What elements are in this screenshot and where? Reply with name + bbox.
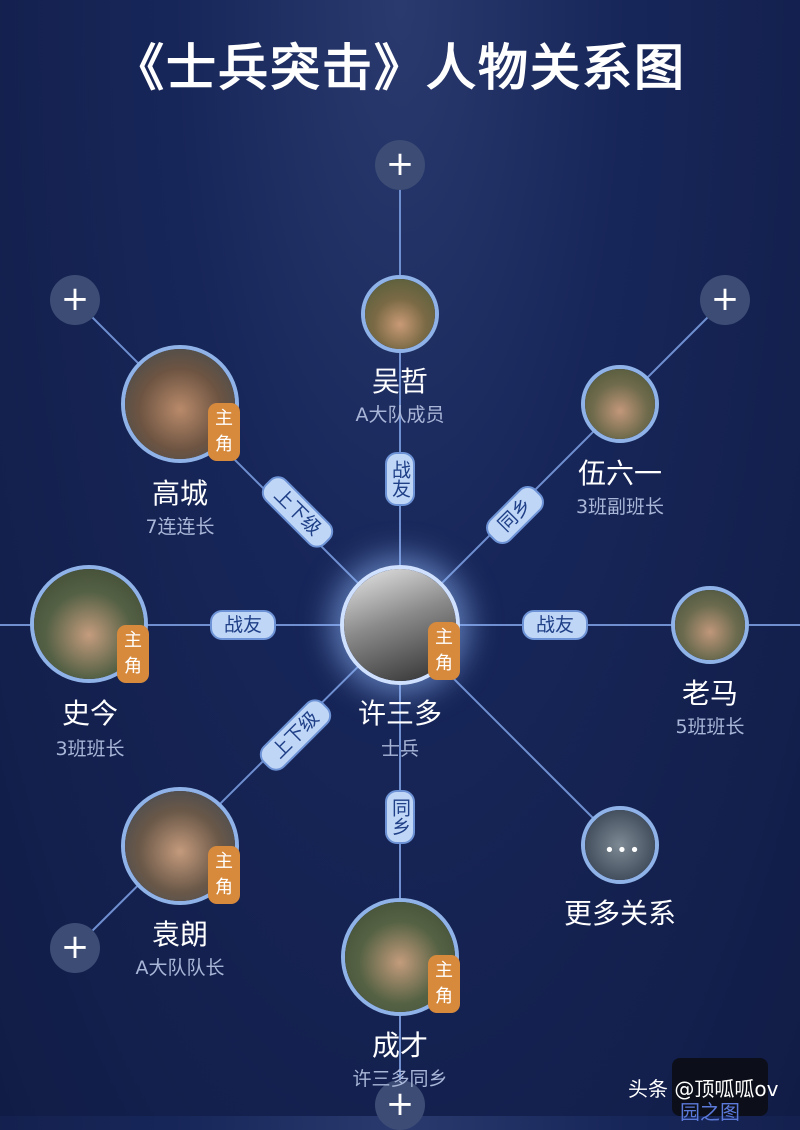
expand-bottom-left-button[interactable]: + (50, 923, 100, 973)
lead-badge-yuanlang: 主角 (208, 846, 240, 904)
expand-top-right-button[interactable]: + (700, 275, 750, 325)
name-gaocheng: 高城 (151, 477, 209, 510)
lead-badge-chengcai: 主角 (428, 955, 460, 1013)
role-chengcai: 许三多同乡 (352, 1068, 448, 1090)
role-wuzhe: A大队成员 (355, 404, 445, 426)
name-yuanlang: 袁朗 (151, 918, 209, 951)
expand-top-button[interactable]: + (375, 140, 425, 190)
avatar-wuliuyi[interactable] (581, 365, 659, 443)
relation-shijin: 战友 (210, 610, 277, 640)
name-wuliuyi: 伍六一 (577, 457, 663, 490)
expand-top-left-button[interactable]: + (50, 275, 100, 325)
role-shijin: 3班班长 (55, 738, 125, 760)
relation-wuzhe: 战友 (385, 452, 415, 506)
name-xusanduo: 许三多 (357, 697, 443, 730)
relation-laoma: 战友 (522, 610, 589, 640)
lead-badge-center: 主角 (428, 622, 460, 680)
role-wuliuyi: 3班副班长 (575, 496, 665, 518)
name-wuzhe: 吴哲 (371, 365, 429, 398)
lead-badge-gaocheng: 主角 (208, 403, 240, 461)
avatar-more-relations[interactable] (581, 806, 659, 884)
avatar-wuzhe[interactable] (361, 275, 439, 353)
ellipsis-icon: ••• (604, 840, 642, 861)
avatar-laoma[interactable] (671, 586, 749, 664)
page-title: 《士兵突击》人物关系图 (114, 39, 686, 97)
watermark-text: 头条 @顶呱呱ov (628, 1077, 779, 1101)
name-chengcai: 成才 (371, 1029, 429, 1062)
name-laoma: 老马 (681, 677, 739, 710)
watermark-box (672, 1058, 768, 1116)
watermark-subtext: 园之图 (680, 1100, 740, 1124)
role-laoma: 5班班长 (675, 716, 745, 738)
name-shijin: 史今 (61, 697, 119, 730)
avatar-shijin[interactable] (30, 565, 148, 683)
role-yuanlang: A大队队长 (135, 957, 225, 979)
lead-badge-shijin: 主角 (117, 625, 149, 683)
relation-chengcai: 同乡 (385, 790, 415, 844)
role-xusanduo: 士兵 (380, 738, 420, 760)
more-relations-label[interactable]: 更多关系 (563, 897, 677, 930)
role-gaocheng: 7连连长 (145, 516, 215, 538)
